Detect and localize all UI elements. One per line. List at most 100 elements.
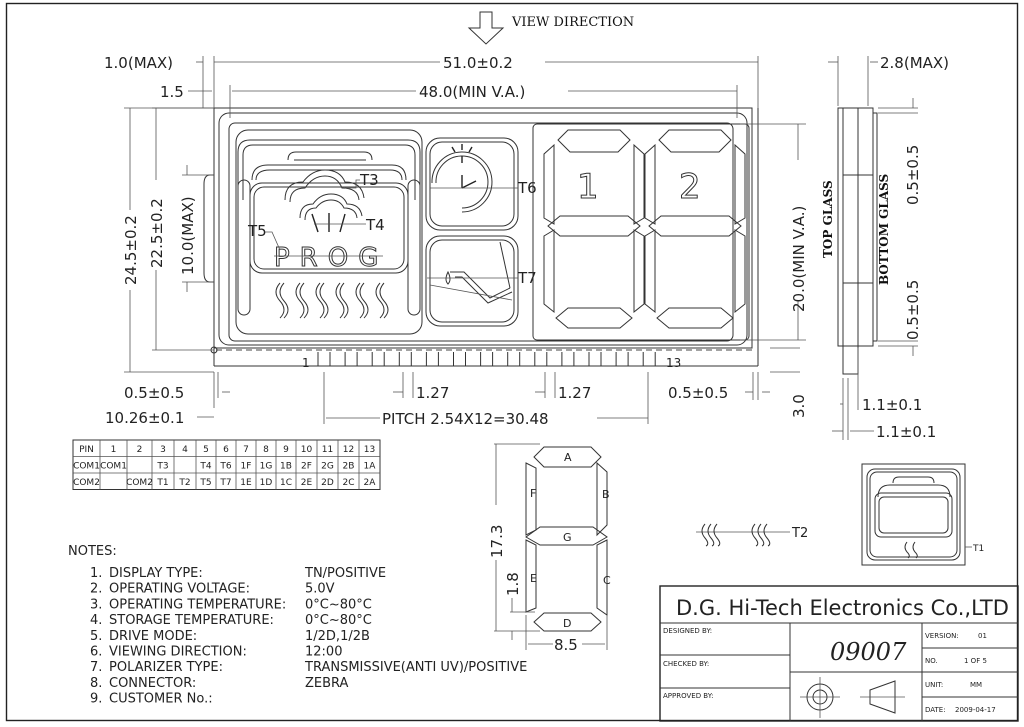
table-cell: COM2 <box>73 478 100 488</box>
pin <box>425 352 439 367</box>
table-cell: 1C <box>280 478 292 488</box>
table-border <box>72 439 381 490</box>
segment-f <box>525 462 537 536</box>
note-number: 1. <box>90 566 102 581</box>
designed-by-label: DESIGNED BY: <box>663 627 712 635</box>
label-t7: T7 <box>517 269 537 287</box>
drawing-frame <box>5 2 1019 722</box>
table-cell: COM1 <box>100 462 127 472</box>
pin-13-label: 13 <box>666 356 681 370</box>
table-cell: 1B <box>280 462 292 472</box>
note-item: 2.OPERATING VOLTAGE:5.0V <box>90 582 335 597</box>
note-label: DISPLAY TYPE: <box>109 566 203 581</box>
clock-icon <box>431 144 493 213</box>
digit-segment <box>547 215 641 237</box>
segment-diagram: A B C D E F G 17.3 1.8 8.5 <box>488 443 611 654</box>
table-header-cell: 5 <box>203 445 209 455</box>
dim-bottom-offset: 0.5±0.5 <box>904 280 922 340</box>
digit-segment <box>656 307 734 329</box>
digit-segment <box>648 215 742 237</box>
digit-segment <box>633 143 645 225</box>
dim-glass-thick-1: 1.1±0.1 <box>862 396 922 414</box>
table-header-cell: 3 <box>160 445 166 455</box>
pin <box>480 352 494 367</box>
notes: NOTES: 1.DISPLAY TYPE:TN/POSITIVE2.OPERA… <box>68 544 527 707</box>
note-label: DRIVE MODE: <box>109 629 197 644</box>
dim-glass-overhang: 1.0(MAX) <box>104 54 173 72</box>
digit-2-label: 2 <box>679 167 701 207</box>
lcd-side-view <box>837 107 878 375</box>
title-block: D.G. Hi-Tech Electronics Co.,LTD DESIGNE… <box>659 585 1019 722</box>
note-label: VIEWING DIRECTION: <box>109 645 247 660</box>
note-number: 3. <box>90 597 102 612</box>
pin <box>344 352 358 367</box>
dim-pin-length: 3.0 <box>790 394 808 418</box>
segment-label-g: G <box>563 531 572 544</box>
pin <box>642 352 656 367</box>
checked-by-label: CHECKED BY: <box>663 660 709 668</box>
unit-value: MM <box>970 681 982 689</box>
date-label: DATE: <box>925 706 946 714</box>
table-cell: 1E <box>240 478 252 488</box>
table-cell: 1A <box>364 462 377 472</box>
digit-segment <box>555 307 633 329</box>
note-item: 3. OPERATING TEMPERATURE: 0°C~80°C <box>90 597 372 612</box>
digit-segment <box>734 143 746 225</box>
side-dimensions: 2.8(MAX) TOP GLASS BOTTOM GLASS 0.5±0.5 … <box>821 54 949 441</box>
dim-pin-width-1: 1.27 <box>416 384 449 402</box>
table-cell: 2E <box>301 478 313 488</box>
drawing-number: 09007 <box>830 638 907 666</box>
table-cell: COM1 <box>73 462 100 472</box>
note-number: 7. <box>90 660 102 675</box>
dim-glass-thick-2: 1.1±0.1 <box>876 423 936 441</box>
sheet-no-value: 1 OF 5 <box>964 657 987 665</box>
table-cell: 2C <box>342 478 354 488</box>
pin <box>588 352 602 367</box>
digit-segment <box>644 143 656 225</box>
label-t2: T2 <box>791 526 808 541</box>
dim-side-height: 10.0(MAX) <box>179 196 197 275</box>
note-label: CONNECTOR: <box>109 676 196 691</box>
digit-segment <box>543 229 555 314</box>
approved-by-label: APPROVED BY: <box>663 692 713 700</box>
table-cell: 2G <box>321 462 334 472</box>
table-header-cell: 13 <box>364 445 375 455</box>
pin <box>398 352 412 367</box>
segment-e <box>525 539 537 613</box>
table-header-cell: 8 <box>263 445 269 455</box>
note-number: 8. <box>90 676 102 691</box>
digit-1-label: 1 <box>577 167 599 207</box>
dim-digit-width: 8.5 <box>554 636 578 654</box>
note-label: OPERATING VOLTAGE: <box>109 582 250 597</box>
label-t5: T5 <box>247 222 267 240</box>
table-header-cell: 12 <box>343 445 354 455</box>
table-cell: T2 <box>178 478 190 488</box>
label-t6: T6 <box>517 179 537 197</box>
dim-thickness: 2.8(MAX) <box>880 54 949 72</box>
segment-label-e: E <box>530 572 537 585</box>
pin <box>534 352 548 367</box>
note-label: OPERATING TEMPERATURE: <box>109 597 286 612</box>
segment-label-d: D <box>563 617 571 630</box>
table-cell: 1D <box>260 478 273 488</box>
note-label: CUSTOMER No.: <box>109 692 213 707</box>
dim-top-offset: 0.5±0.5 <box>904 145 922 205</box>
note-value: ZEBRA <box>305 676 349 691</box>
note-label: STORAGE TEMPERATURE: <box>109 613 274 628</box>
table-header-cell: 10 <box>301 445 313 455</box>
note-number: 9. <box>90 692 102 707</box>
note-value: 12:00 <box>305 645 342 660</box>
bottom-glass-label: BOTTOM GLASS <box>877 174 891 285</box>
unit-label: UNIT: <box>925 681 943 689</box>
dim-pin-right-offset: 0.5±0.5 <box>668 384 728 402</box>
table-cell: 2A <box>364 478 377 488</box>
note-number: 6. <box>90 645 102 660</box>
note-value: 1/2D,1/2B <box>305 629 370 644</box>
note-item: 9. CUSTOMER No.: <box>90 692 213 707</box>
table-cell: 2D <box>321 478 334 488</box>
dim-overall-height: 24.5±0.2 <box>122 215 140 285</box>
table-header-cell: 7 <box>243 445 249 455</box>
note-value: 0°C~80°C <box>305 597 372 612</box>
note-value: TN/POSITIVE <box>304 566 386 581</box>
